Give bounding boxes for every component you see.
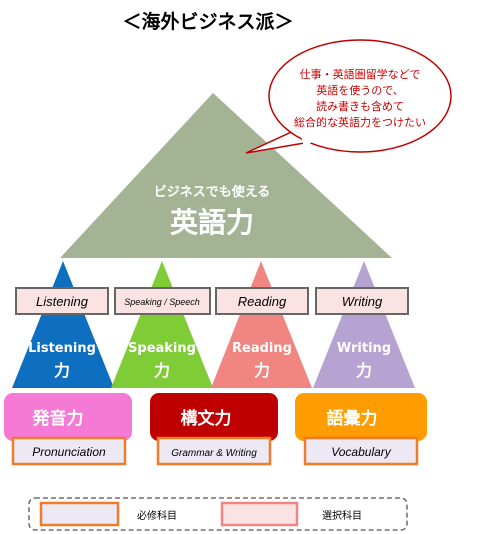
sub-syntax: Grammar & Writing	[156, 436, 272, 466]
listening-triangle	[12, 261, 114, 388]
tag-speaking-label: Speaking / Speech	[124, 297, 200, 307]
big-triangle-title: 英語力	[170, 206, 254, 239]
base-vocabulary-title: 語彙力	[327, 408, 378, 429]
bubble-line-4: 総合的な英語力をつけたい	[294, 115, 426, 129]
reading-skill-jp: 力	[254, 361, 270, 380]
tag-listening: Listening	[15, 287, 109, 315]
bubble-line-3: 読み書きも含めて	[316, 99, 404, 113]
tag-reading: Reading	[215, 287, 309, 315]
sub-syntax-label: Grammar & Writing	[171, 448, 257, 459]
sub-pronunciation: Pronunciation	[11, 436, 127, 466]
base-vocabulary: 語彙力	[295, 393, 427, 441]
big-triangle	[60, 93, 392, 258]
base-pronunciation: 発音力	[4, 393, 132, 441]
speech-bubble: 仕事・英語圏留学などで 英語を使うので、 読み書きも含めて 総合的な英語力をつけ…	[245, 39, 452, 154]
tag-writing-label: Writing	[342, 294, 383, 309]
big-triangle-subtitle: ビジネスでも使える	[154, 184, 271, 200]
legend-elective-label: 選択科目	[322, 509, 362, 522]
writing-skill-en: Writing	[337, 341, 391, 356]
writing-triangle	[313, 261, 415, 388]
speaking-skill-jp: 力	[154, 361, 170, 380]
legend-frame	[28, 497, 408, 531]
writing-skill-jp: 力	[356, 361, 372, 380]
tag-writing: Writing	[315, 287, 409, 315]
sub-vocabulary: Vocabulary	[303, 436, 419, 466]
tag-speaking: Speaking / Speech	[114, 287, 211, 315]
legend-elective-swatch	[220, 501, 299, 527]
reading-triangle	[211, 261, 312, 388]
speaking-triangle	[111, 261, 213, 388]
legend-required-label: 必修科目	[137, 509, 177, 522]
sub-vocabulary-label: Vocabulary	[331, 445, 392, 459]
base-syntax: 構文力	[150, 393, 278, 441]
bubble-line-1: 仕事・英語圏留学などで	[300, 67, 421, 81]
legend-required-swatch	[39, 501, 120, 527]
base-pronunciation-title: 発音力	[32, 408, 84, 429]
page-title: ＜海外ビジネス派＞	[122, 10, 293, 33]
reading-skill-en: Reading	[232, 341, 292, 356]
base-syntax-title: 構文力	[181, 408, 232, 429]
sub-pronunciation-label: Pronunciation	[32, 445, 106, 459]
bubble-line-2: 英語を使うので、	[316, 83, 404, 97]
legend: 必修科目 選択科目	[28, 497, 408, 531]
tag-listening-label: Listening	[36, 294, 89, 309]
speaking-skill-en: Speaking	[128, 341, 196, 356]
listening-skill-en: Listening	[28, 341, 96, 356]
tag-reading-label: Reading	[238, 294, 287, 309]
listening-skill-jp: 力	[54, 361, 70, 380]
